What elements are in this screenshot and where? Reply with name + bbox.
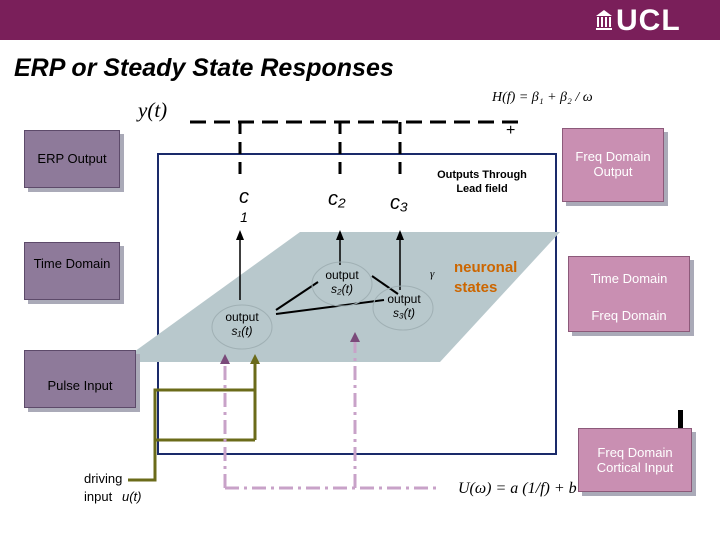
- plus-sign: +: [506, 122, 516, 139]
- s1-label: s₁(t): [231, 324, 253, 338]
- page-title: ERP or Steady State Responses: [14, 54, 394, 82]
- s2-output-label: output: [325, 268, 359, 282]
- s1-s3-link: [275, 299, 385, 315]
- s3-node: output s₃(t): [376, 292, 432, 320]
- y-t-label: y(t): [138, 98, 168, 122]
- s3-output-label: output: [387, 292, 421, 306]
- pulse-input-box: Pulse Input: [24, 350, 136, 408]
- driving-input-line: [128, 388, 255, 482]
- freq-domain-label-right: Freq Domain: [591, 308, 667, 323]
- s1-s2-link: [275, 281, 319, 311]
- s3-label: s₃(t): [392, 306, 416, 320]
- erp-output-box: ERP Output: [24, 130, 120, 188]
- neuronal-plane: [120, 232, 560, 362]
- u-t-label: u(t): [122, 489, 142, 504]
- driving-input-text: driving input u(t): [84, 470, 142, 506]
- header-bar: [0, 0, 720, 40]
- freq-domain-output-label: Freq Domain Output: [575, 149, 651, 179]
- erp-output-label: ERP Output: [37, 151, 107, 166]
- c1-letter: c: [239, 186, 249, 208]
- input-spectrum-formula: U(ω) = a (1/f) + b: [458, 480, 577, 497]
- driving-label: driving input: [84, 471, 123, 504]
- cortical-input-box: Freq Domain Cortical Input: [578, 428, 692, 492]
- lead-field-label: Outputs Through Lead field: [437, 169, 527, 195]
- cortical-input-label: Freq Domain Cortical Input: [596, 445, 674, 475]
- gamma-label: γ: [430, 268, 435, 280]
- s1-node: output s₁(t): [214, 310, 270, 338]
- s1-output-label: output: [225, 310, 259, 324]
- time-freq-box: Time Domain Freq Domain: [568, 256, 690, 332]
- transfer-function: H(f) = β₁ + β₂ / ω: [492, 90, 593, 105]
- neuronal-states-label: neuronal states: [454, 259, 518, 296]
- pulse-input-label: Pulse Input: [47, 378, 113, 393]
- s2-label: s₂(t): [331, 282, 353, 296]
- time-domain-label-left: Time Domain: [33, 256, 111, 271]
- freq-domain-output-box: Freq Domain Output: [562, 128, 664, 202]
- marker: [678, 410, 683, 428]
- portico-icon: [596, 10, 612, 30]
- model-frame: [157, 153, 557, 455]
- c1-index: 1: [240, 209, 248, 225]
- c3-label: c₃: [390, 192, 408, 214]
- time-domain-label-right: Time Domain: [590, 271, 668, 286]
- time-domain-box-left: Time Domain: [24, 242, 120, 300]
- s2-node: output s₂(t): [314, 268, 370, 296]
- ucl-logo: UCL: [596, 6, 681, 36]
- c1-label: c 1: [234, 186, 254, 225]
- logo-text: UCL: [616, 4, 681, 37]
- s2-s3-link: [371, 275, 399, 295]
- c2-label: c₂: [328, 188, 346, 210]
